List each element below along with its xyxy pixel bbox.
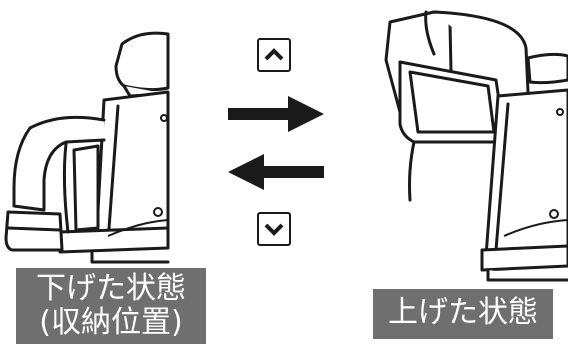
raise-button[interactable] xyxy=(257,38,291,72)
raised-seat-illustration xyxy=(384,10,568,282)
raised-state-label: 上げた状態 xyxy=(373,289,553,339)
chevron-down-icon xyxy=(264,223,284,236)
arrow-left-icon xyxy=(228,154,324,190)
raised-state-title: 上げた状態 xyxy=(388,295,538,330)
lowered-seat-illustration xyxy=(4,31,170,264)
lowered-state-label: 下げた状態 (収納位置) xyxy=(16,268,206,344)
arrow-right-icon xyxy=(228,96,324,132)
lowered-state-title: 下げた状態 xyxy=(36,271,186,306)
chevron-up-icon xyxy=(264,48,284,61)
lowered-state-subtitle: (収納位置) xyxy=(39,305,183,340)
lower-button[interactable] xyxy=(257,212,291,246)
